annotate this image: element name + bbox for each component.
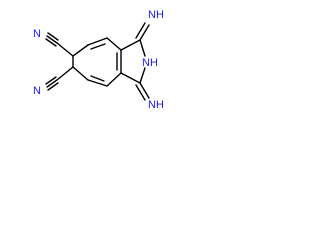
nitrile-groups (45, 32, 74, 91)
imine-top-label: NH (148, 9, 164, 21)
molecule-drawing: N N NH NH NH (33, 9, 164, 111)
structure-canvas: N N NH NH NH (0, 0, 188, 125)
ring-nh-label: NH (142, 57, 158, 69)
nitrile-top-label: N (33, 28, 41, 40)
imine-bottom-label: NH (148, 99, 164, 111)
benzene-ring (72, 37, 122, 87)
nitrile-bottom-label: N (33, 85, 41, 97)
isoindole-ring (120, 39, 146, 84)
imine-bonds (135, 22, 150, 101)
